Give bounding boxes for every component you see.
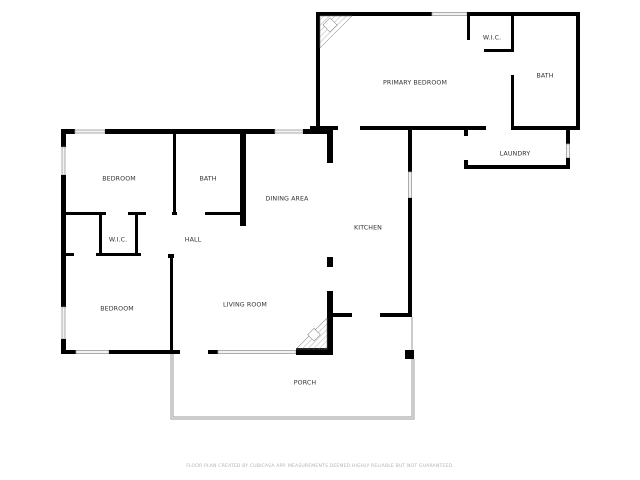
room-label-laundry: LAUNDRY (499, 150, 531, 158)
room-label-dining-area: DINING AREA (265, 195, 309, 203)
room-label-porch: PORCH (293, 379, 317, 387)
room-label-bedroom-2: BEDROOM (100, 305, 134, 313)
room-label-living-room: LIVING ROOM (223, 301, 267, 309)
primary-suite-walls (310, 12, 580, 130)
room-label-primary-wic: W.I.C. (482, 34, 502, 42)
room-label-primary-bath: BATH (536, 72, 554, 80)
room-label-wic-2: W.I.C. (108, 236, 128, 244)
laundry-walls (464, 130, 570, 169)
footer-disclaimer: FLOOR PLAN CREATED BY CUBICASA APP. MEAS… (186, 464, 454, 469)
center-walls (160, 126, 414, 359)
room-label-hall: HALL (184, 236, 202, 244)
room-label-kitchen: KITCHEN (354, 224, 382, 232)
room-label-bedroom-1: BEDROOM (102, 175, 136, 183)
porch-outline (170, 317, 415, 420)
room-label-primary-bedroom: PRIMARY BEDROOM (383, 79, 447, 87)
room-label-bath-2: BATH (199, 175, 217, 183)
